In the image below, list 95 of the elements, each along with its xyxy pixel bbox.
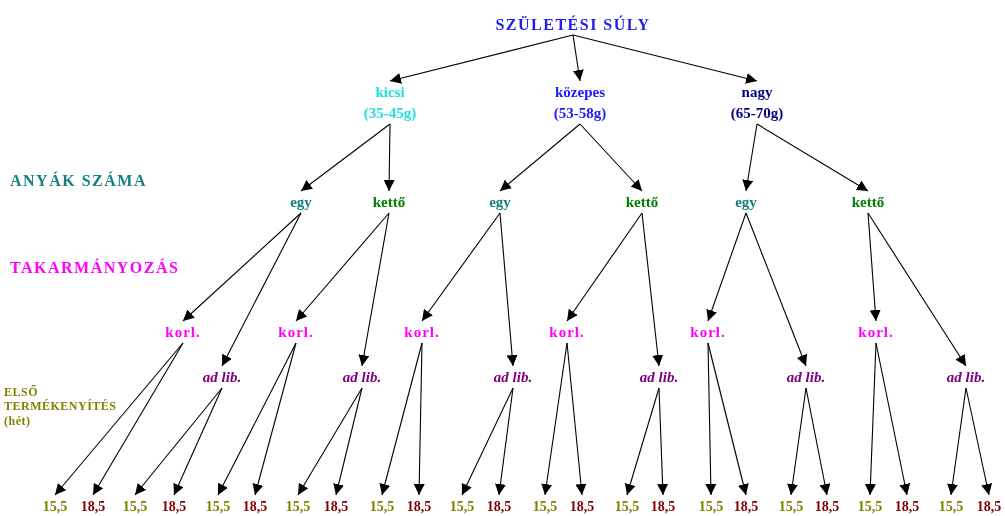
arrow [252, 342, 297, 496]
arrow [383, 123, 395, 192]
arrow [358, 212, 390, 367]
weight-class-label: nagy [741, 83, 773, 102]
arrow [579, 123, 643, 192]
mother-count-label: egy [489, 193, 511, 212]
arrow [217, 342, 297, 496]
week-value: 15,5 [532, 498, 558, 516]
arrow [297, 387, 363, 496]
arrow [875, 342, 911, 496]
weight-range: (65-70g) [730, 104, 784, 123]
level-heading: TAKARMÁNYOZÁS [10, 258, 181, 278]
arrow [756, 123, 869, 192]
arrow [572, 34, 758, 84]
feeding-label: ad lib. [639, 368, 679, 387]
week-value: 18,5 [80, 498, 106, 516]
arrow [867, 212, 967, 367]
weight-class-label: kicsi [375, 83, 405, 102]
week-value: 18,5 [242, 498, 268, 516]
week-value: 15,5 [614, 498, 640, 516]
arrow [413, 342, 425, 496]
arrow [657, 387, 669, 496]
arrow [641, 212, 664, 367]
week-value: 18,5 [161, 498, 187, 516]
arrow [134, 387, 223, 496]
feeding-label: korl. [858, 323, 894, 342]
week-value: 15,5 [42, 498, 68, 516]
arrow [624, 387, 660, 496]
feeding-label: korl. [165, 323, 201, 342]
arrow [947, 387, 967, 496]
feeding-label: ad lib. [946, 368, 986, 387]
arrow [742, 123, 758, 192]
arrow [295, 212, 390, 322]
arrow [867, 212, 881, 322]
week-value: 15,5 [122, 498, 148, 516]
arrow [706, 212, 747, 322]
feeding-label: korl. [278, 323, 314, 342]
arrow [805, 387, 831, 496]
week-value: 18,5 [733, 498, 759, 516]
mother-count-label: egy [735, 193, 757, 212]
arrow [92, 342, 184, 496]
arrow [461, 387, 514, 496]
mother-count-label: kettő [625, 193, 659, 212]
arrow [705, 342, 717, 496]
week-value: 18,5 [323, 498, 349, 516]
week-value: 15,5 [778, 498, 804, 516]
arrow [300, 123, 391, 192]
week-value: 18,5 [814, 498, 840, 516]
week-value: 18,5 [406, 498, 432, 516]
arrow [389, 34, 574, 84]
mother-count-label: egy [290, 193, 312, 212]
feeding-label: ad lib. [493, 368, 533, 387]
arrow [421, 212, 501, 322]
arrow [499, 123, 581, 192]
week-value: 15,5 [938, 498, 964, 516]
feeding-label: ad lib. [786, 368, 826, 387]
arrow [541, 342, 568, 496]
feeding-label: korl. [549, 323, 585, 342]
weight-range: (53-58g) [553, 104, 607, 123]
feeding-label: ad lib. [202, 368, 242, 387]
feeding-label: ad lib. [342, 368, 382, 387]
weight-range: (35-45g) [363, 104, 417, 123]
week-value: 15,5 [285, 498, 311, 516]
weight-class-label: közepes [555, 83, 605, 102]
week-value: 15,5 [449, 498, 475, 516]
week-value: 18,5 [650, 498, 676, 516]
arrow [745, 212, 808, 367]
week-value: 18,5 [976, 498, 1002, 516]
week-value: 15,5 [205, 498, 231, 516]
arrow [572, 34, 584, 82]
week-value: 15,5 [857, 498, 883, 516]
arrow [787, 387, 807, 496]
mother-count-label: kettő [851, 193, 885, 212]
arrow [173, 387, 223, 496]
week-value: 15,5 [369, 498, 395, 516]
week-value: 15,5 [698, 498, 724, 516]
arrow [54, 342, 184, 496]
arrow [566, 342, 587, 496]
arrow [333, 387, 363, 496]
arrow [864, 342, 877, 496]
arrow [965, 387, 993, 496]
week-value: 18,5 [894, 498, 920, 516]
arrow [499, 212, 518, 367]
arrow [221, 212, 302, 367]
arrow [494, 387, 514, 496]
root-label: SZÜLETÉSI SÚLY [495, 14, 651, 35]
mother-count-label: kettő [372, 193, 406, 212]
arrow [566, 212, 643, 322]
week-value: 18,5 [569, 498, 595, 516]
feeding-label: korl. [404, 323, 440, 342]
week-value: 18,5 [486, 498, 512, 516]
level-heading: ANYÁK SZÁMA [10, 171, 148, 191]
feeding-label: korl. [690, 323, 726, 342]
arrow [707, 342, 749, 496]
arrow [182, 212, 302, 322]
